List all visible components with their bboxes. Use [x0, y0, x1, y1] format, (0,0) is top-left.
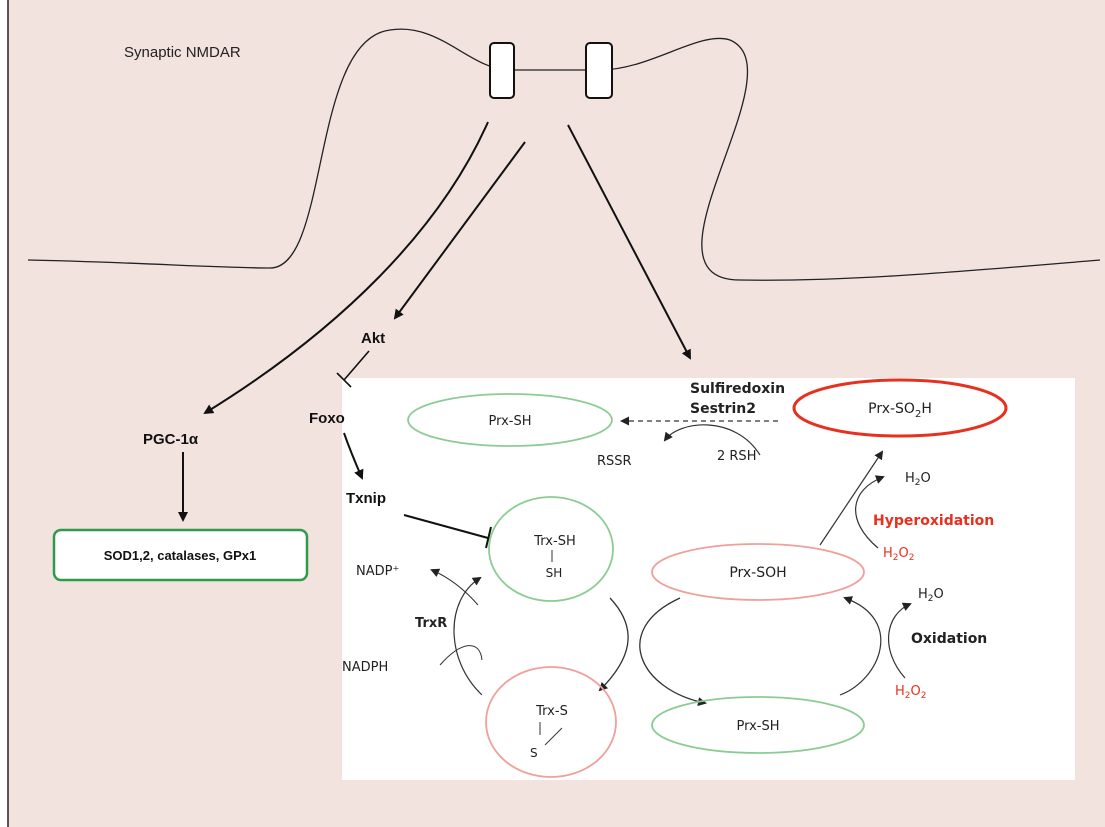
- h2o2-h2o-curve-top: [855, 475, 885, 549]
- txnip-label: Txnip: [346, 490, 386, 507]
- prx-so2h-ellipse: [792, 378, 1008, 438]
- oxidation-label: Oxidation: [911, 631, 987, 647]
- trxr-label: TrxR: [415, 616, 447, 631]
- hyperoxidation-label: Hyperoxidation: [873, 513, 994, 529]
- txnip-inhibits-trx-line: [403, 514, 489, 539]
- sulfiredoxin-label: Sulfiredoxin: [690, 381, 785, 397]
- prx-so2h-label: Prx-SO2H: [868, 401, 932, 420]
- prx-sh-bottom-label: Prx-SH: [736, 719, 779, 734]
- prx-sh-top-label: Prx-SH: [488, 414, 531, 429]
- synaptic-nmdar-label: Synaptic NMDAR: [124, 44, 241, 61]
- prx-soh-label: Prx-SOH: [729, 565, 786, 581]
- txnip-inhibits-trx-bar: [485, 526, 492, 549]
- trx-sh-circle: [488, 496, 614, 602]
- nadp-plus-label: NADP⁺: [356, 564, 399, 579]
- prx-sh-bottom-ellipse: [651, 696, 865, 754]
- akt-inhibits-foxo-line: [343, 350, 370, 381]
- rssr-label: RSSR: [597, 454, 632, 469]
- trx-s-label: Trx-S: [535, 704, 568, 719]
- oxidation-arc: [839, 596, 882, 696]
- h2o2-top-label: H2O2: [883, 546, 914, 563]
- h2o-top-label: H2O: [905, 471, 931, 488]
- h2o2-h2o-curve-bottom: [887, 602, 912, 679]
- h2o-bottom-label: H2O: [918, 587, 944, 604]
- nadph-label: NADPH: [342, 660, 388, 675]
- sod-catalase-label: SOD1,2, catalases, GPx1: [104, 548, 256, 563]
- arrow-trx-sh-to-trx-s: [598, 597, 629, 692]
- arrow-nmdar-to-panel: [567, 124, 691, 360]
- trx-s-circle: [485, 666, 617, 778]
- sod-catalase-box: [52, 528, 309, 582]
- trx-s-bond-diagonal: [544, 727, 563, 746]
- akt-label: Akt: [361, 330, 385, 347]
- nadph-connector: [439, 645, 483, 666]
- arrow-nmdar-to-pgc1a: [203, 121, 489, 415]
- rsh-rssr-curve: [663, 424, 761, 456]
- redox-panel: [342, 378, 1075, 780]
- nadp-connector: [430, 568, 479, 606]
- akt-inhibits-foxo-bar: [336, 372, 352, 388]
- trx-sh-label: Trx-SH: [533, 534, 575, 549]
- nmdar-channel-right: [585, 42, 613, 99]
- arrow-hyperoxidation: [819, 450, 884, 546]
- arrow-nmdar-to-akt: [393, 141, 526, 320]
- two-rsh-label: 2 RSH: [717, 449, 756, 464]
- trxr-curve: [453, 576, 483, 696]
- nmdar-channel-left: [489, 42, 515, 99]
- prx-sh-top-ellipse: [407, 393, 613, 447]
- arrow-foxo-to-txnip: [343, 432, 364, 480]
- foxo-label: Foxo: [309, 410, 345, 427]
- sestrin2-label: Sestrin2: [690, 401, 756, 417]
- h2o2-bottom-label: H2O2: [895, 684, 926, 701]
- sh-label: SH: [546, 566, 563, 580]
- s-label: S: [530, 746, 538, 760]
- arrow-prx-soh-to-prx-sh: [639, 597, 707, 707]
- pgc1a-label: PGC-1α: [143, 431, 199, 448]
- prx-soh-ellipse: [651, 543, 865, 601]
